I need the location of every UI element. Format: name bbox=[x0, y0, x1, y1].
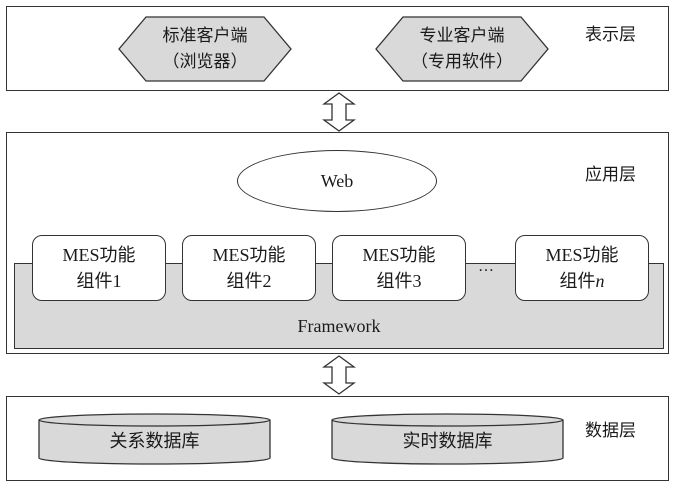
presentation-layer bbox=[6, 6, 669, 91]
mes-component-3-name: 组件3 bbox=[376, 271, 422, 291]
application-data-double-arrow bbox=[322, 355, 356, 395]
mes-component-n-name: 组件n bbox=[516, 268, 648, 294]
mes-component-n-title: MES功能 bbox=[545, 245, 619, 265]
realtime-database-label: 实时数据库 bbox=[402, 431, 493, 451]
application-layer-label: 应用层 bbox=[585, 165, 636, 184]
realtime-database: 实时数据库 bbox=[331, 413, 564, 465]
mes-component-n-index: n bbox=[595, 271, 605, 291]
relational-database: 关系数据库 bbox=[38, 413, 271, 465]
pro-client-node: 专业客户端 （专用软件） bbox=[375, 16, 549, 82]
mes-component-n-prefix: 组件 bbox=[559, 271, 596, 291]
mes-component-1-title: MES功能 bbox=[62, 245, 136, 265]
presentation-layer-label: 表示层 bbox=[585, 25, 636, 44]
pro-client-title: 专业客户端 bbox=[419, 26, 505, 45]
pro-client-hexagon-shape bbox=[375, 16, 549, 82]
mes-component-2: MES功能 组件2 bbox=[182, 235, 316, 301]
components-ellipsis: … bbox=[478, 258, 495, 275]
relational-database-cylinder-shape bbox=[38, 413, 271, 465]
mes-component-n: MES功能 组件n bbox=[515, 235, 649, 301]
framework-label: Framework bbox=[297, 316, 381, 336]
data-layer-label: 数据层 bbox=[585, 421, 636, 440]
presentation-application-double-arrow bbox=[322, 92, 356, 132]
mes-component-3-title: MES功能 bbox=[362, 245, 436, 265]
mes-component-2-title: MES功能 bbox=[212, 245, 286, 265]
web-label: Web bbox=[320, 170, 354, 191]
relational-database-label: 关系数据库 bbox=[109, 431, 200, 451]
standard-client-title: 标准客户端 bbox=[162, 26, 248, 45]
web-node: Web bbox=[237, 150, 437, 212]
realtime-database-cylinder-shape bbox=[331, 413, 564, 465]
standard-client-subtitle: （浏览器） bbox=[162, 52, 248, 71]
standard-client-hexagon-shape bbox=[118, 16, 292, 82]
mes-component-2-name: 组件2 bbox=[226, 271, 272, 291]
mes-component-1-name: 组件1 bbox=[76, 271, 122, 291]
mes-component-1: MES功能 组件1 bbox=[32, 235, 166, 301]
pro-client-subtitle: （专用软件） bbox=[411, 52, 513, 71]
mes-component-3: MES功能 组件3 bbox=[332, 235, 466, 301]
standard-client-node: 标准客户端 （浏览器） bbox=[118, 16, 292, 82]
